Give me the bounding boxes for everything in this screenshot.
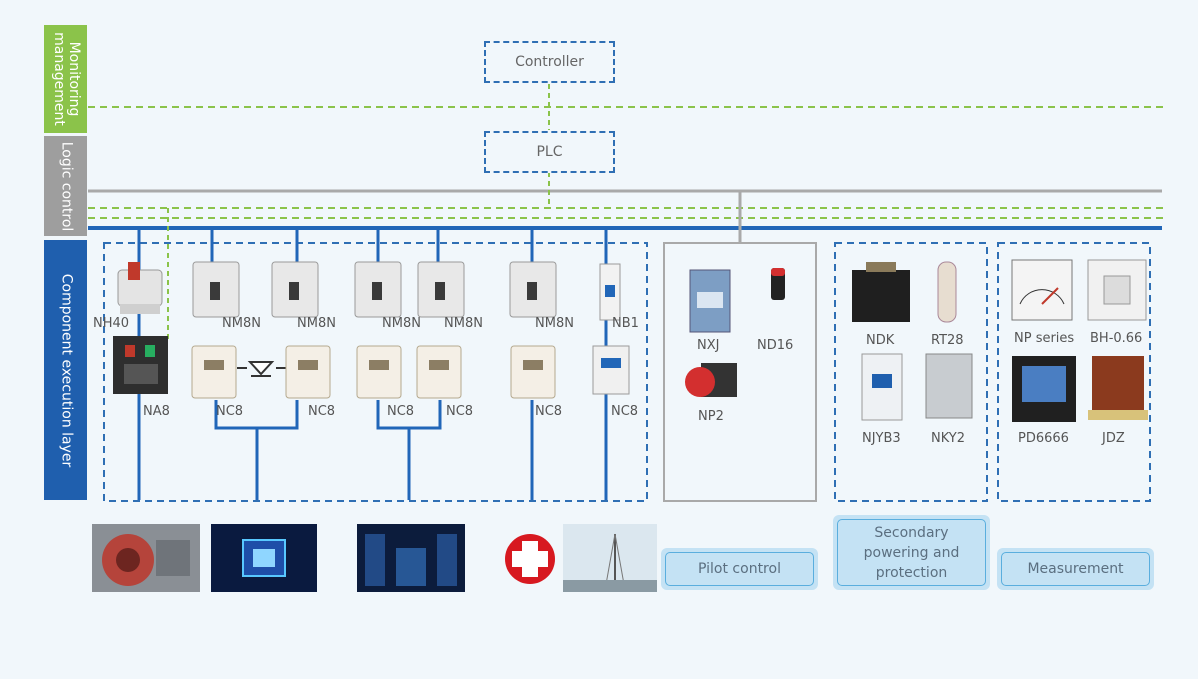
nh40-device-icon: [117, 262, 163, 314]
pilot-control-category: Pilot control: [661, 548, 818, 590]
nky2-label: NKY2: [931, 431, 965, 446]
nm8n-label-1: NM8N: [222, 316, 261, 331]
np2-device-icon: [685, 363, 737, 397]
layer-monitoring-label: Monitoring management: [44, 25, 87, 133]
secondary-powering-text: Secondary powering and protection: [863, 524, 960, 581]
nc8-label-6: NC8: [611, 404, 639, 419]
layer-logic-label: Logic control: [44, 136, 87, 236]
np-series-label: NP series: [1014, 331, 1075, 346]
execution-group-box: [103, 242, 648, 502]
nc8-label-4: NC8: [446, 404, 474, 419]
bh066-label: BH-0.66: [1090, 331, 1143, 346]
np2-label: NP2: [698, 409, 724, 424]
pilot-group-box: [663, 242, 817, 502]
nm8n-label-4: NM8N: [444, 316, 483, 331]
nky2-device-icon: [925, 353, 973, 419]
datacenter-photo: [357, 524, 465, 592]
nb1-label: NB1: [612, 316, 639, 331]
ndk-label: NDK: [866, 333, 895, 348]
plc-box: PLC: [484, 131, 615, 173]
na8-label: NA8: [143, 404, 170, 419]
controller-box: Controller: [484, 41, 615, 83]
nd16-device-icon: [771, 268, 785, 300]
nc8-device-icons: [191, 345, 556, 399]
njyb3-label: NJYB3: [862, 431, 901, 446]
nxj-label: NXJ: [697, 338, 720, 353]
nb1-device-icon: [599, 263, 621, 321]
rt28-device-icon: [937, 261, 957, 323]
nm8n-label-5: NM8N: [535, 316, 574, 331]
pd6666-device-icon: [1012, 356, 1076, 422]
njyb3-device-icon: [861, 353, 903, 421]
nc8-label-3: NC8: [387, 404, 415, 419]
secondary-group-box: [834, 242, 988, 502]
tower-photo: [563, 524, 657, 592]
nd16-label: ND16: [757, 338, 794, 353]
jdz-label: JDZ: [1102, 431, 1125, 446]
nc8-label-2: NC8: [308, 404, 336, 419]
nc8-small-device-icon: [592, 345, 630, 395]
np-series-device-icon: [1011, 259, 1073, 321]
nm8n-handles: [210, 282, 537, 300]
measurement-group-box: [997, 242, 1151, 502]
nc8-label-1: NC8: [216, 404, 244, 419]
measurement-text: Measurement: [1027, 561, 1124, 577]
nm8n-label-3: NM8N: [382, 316, 421, 331]
hospital-cross-icon: [505, 534, 555, 584]
motor-photo: [92, 524, 200, 592]
bh066-device-icon: [1087, 259, 1147, 321]
pilot-control-text: Pilot control: [698, 561, 781, 577]
chip-photo: [211, 524, 317, 592]
layer-execution-label: Component execution layer: [44, 240, 87, 500]
nm8n-label-2: NM8N: [297, 316, 336, 331]
nh40-label: NH40: [93, 316, 130, 331]
ndk-device-icon: [852, 262, 910, 322]
measurement-category: Measurement: [997, 548, 1154, 590]
secondary-powering-category: Secondary powering and protection: [833, 515, 990, 590]
nc8-label-5: NC8: [535, 404, 563, 419]
rt28-label: RT28: [931, 333, 964, 348]
nxj-device-icon: [689, 269, 731, 333]
interlock-symbol: [237, 361, 286, 377]
nc8-windows: [204, 360, 543, 370]
na8-device-icon: [113, 336, 168, 394]
jdz-device-icon: [1088, 356, 1148, 420]
pd6666-label: PD6666: [1018, 431, 1069, 446]
